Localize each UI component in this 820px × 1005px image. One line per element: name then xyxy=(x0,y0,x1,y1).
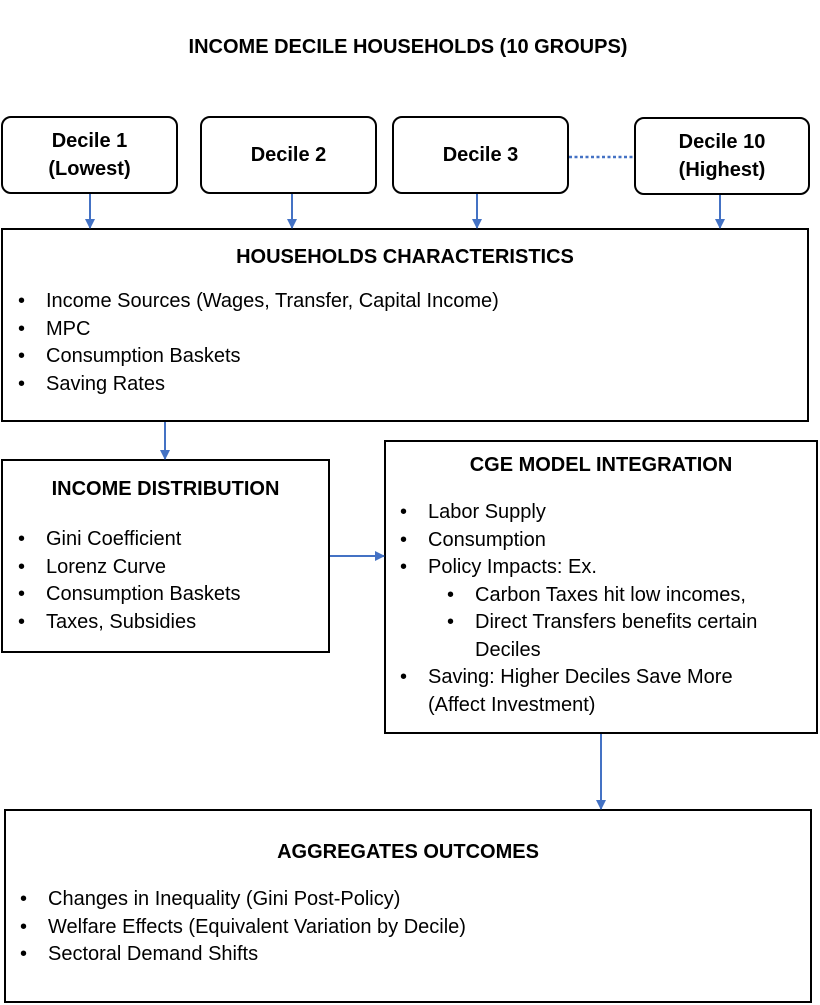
outcomes-box: AGGREGATES OUTCOMES Changes in Inequalit… xyxy=(4,809,812,1003)
list-item: Policy Impacts: Ex. xyxy=(400,554,816,582)
list-item: MPC xyxy=(18,316,807,344)
list-item-continuation: (Affect Investment) xyxy=(428,693,596,716)
list-item: Taxes, Subsidies xyxy=(18,609,328,637)
decile-1-label: Decile 1 xyxy=(51,130,128,152)
list-sub-item: Direct Transfers benefits certain xyxy=(447,609,816,637)
decile-10-box: Decile 10 (Highest) xyxy=(634,117,810,195)
list-item: Consumption xyxy=(400,527,816,555)
list-item: Lorenz Curve xyxy=(18,554,328,582)
list-item: Gini Coefficient xyxy=(18,526,328,554)
list-item: Saving Rates xyxy=(18,371,807,399)
list-item: Welfare Effects (Equivalent Variation by… xyxy=(20,914,810,942)
decile-10-sublabel: (Highest) xyxy=(678,159,766,181)
characteristics-box: HOUSEHOLDS CHARACTERISTICS Income Source… xyxy=(1,228,809,422)
decile-2-label: Decile 2 xyxy=(250,144,327,166)
outcomes-list: Changes in Inequality (Gini Post-Policy)… xyxy=(6,886,810,969)
diagram-title: INCOME DECILE HOUSEHOLDS (10 GROUPS) xyxy=(188,36,628,58)
outcomes-title: AGGREGATES OUTCOMES xyxy=(277,841,539,863)
list-item: Changes in Inequality (Gini Post-Policy) xyxy=(20,886,810,914)
list-item: Consumption Baskets xyxy=(18,581,328,609)
cge-title: CGE MODEL INTEGRATION xyxy=(469,454,733,476)
decile-3-box: Decile 3 xyxy=(392,116,569,194)
list-item: Saving: Higher Deciles Save More xyxy=(400,664,816,692)
characteristics-list: Income Sources (Wages, Transfer, Capital… xyxy=(3,288,807,398)
list-item: Sectoral Demand Shifts xyxy=(20,941,810,969)
characteristics-title: HOUSEHOLDS CHARACTERISTICS xyxy=(236,246,574,268)
cge-list: Labor Supply Consumption Policy Impacts:… xyxy=(386,499,816,719)
list-sub-item: Carbon Taxes hit low incomes, xyxy=(447,582,816,610)
list-item: Labor Supply xyxy=(400,499,816,527)
decile-10-label: Decile 10 xyxy=(678,131,766,153)
decile-1-sublabel: (Lowest) xyxy=(48,158,131,180)
decile-1-box: Decile 1 (Lowest) xyxy=(1,116,178,194)
distribution-title: INCOME DISTRIBUTION xyxy=(51,478,280,500)
list-item: Consumption Baskets xyxy=(18,343,807,371)
cge-box: CGE MODEL INTEGRATION Labor Supply Consu… xyxy=(384,440,818,734)
decile-3-label: Decile 3 xyxy=(442,144,519,166)
list-item: Income Sources (Wages, Transfer, Capital… xyxy=(18,288,807,316)
distribution-box: INCOME DISTRIBUTION Gini Coefficient Lor… xyxy=(1,459,330,653)
decile-2-box: Decile 2 xyxy=(200,116,377,194)
list-sub-item-continuation: Deciles xyxy=(475,638,541,661)
distribution-list: Gini Coefficient Lorenz Curve Consumptio… xyxy=(3,526,328,636)
